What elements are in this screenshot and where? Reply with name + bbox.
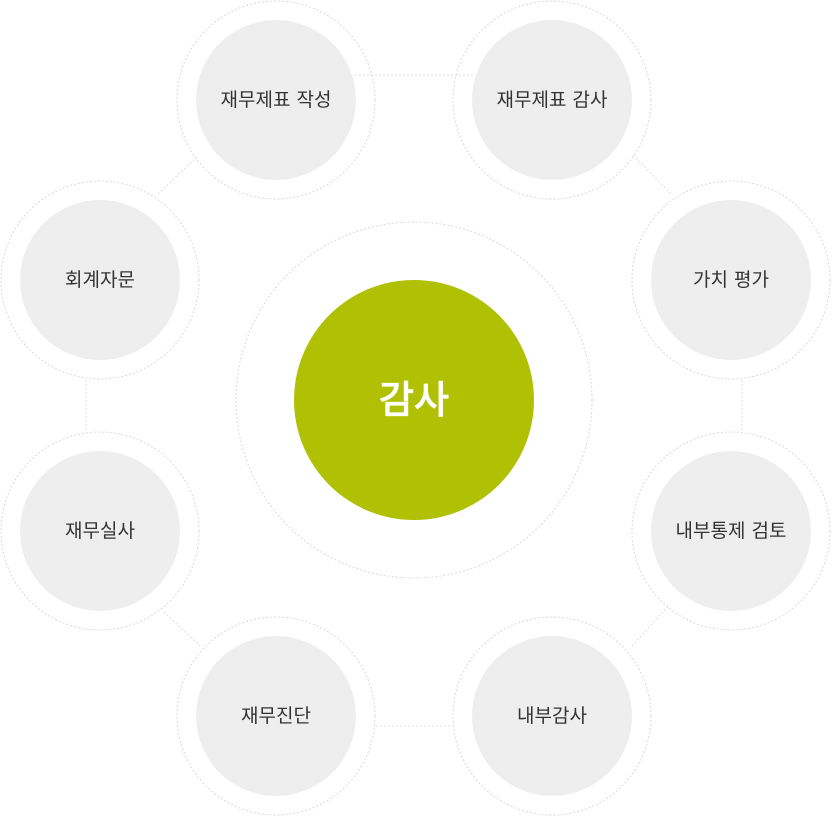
node-circle bbox=[196, 636, 356, 796]
connector-top-right bbox=[632, 154, 673, 196]
node-financial-statement-preparation[interactable]: 재무제표 작성 bbox=[176, 0, 376, 200]
connector-bottom-left bbox=[163, 611, 201, 647]
node-ring bbox=[631, 180, 831, 380]
node-ring bbox=[452, 0, 652, 200]
connector-top-left bbox=[157, 157, 197, 195]
center-group: 감사 bbox=[235, 221, 593, 579]
node-ring bbox=[0, 180, 200, 380]
connectors bbox=[85, 74, 743, 727]
node-valuation[interactable]: 가치 평가 bbox=[631, 180, 831, 380]
node-ring bbox=[176, 0, 376, 200]
node-label: 재무실사 bbox=[65, 520, 135, 542]
node-label: 재무제표 작성 bbox=[221, 89, 332, 111]
node-ring bbox=[176, 616, 376, 816]
node-label: 회계자문 bbox=[65, 269, 135, 291]
node-financial-statement-audit[interactable]: 재무제표 감사 bbox=[452, 0, 652, 200]
node-label: 재무진단 bbox=[241, 705, 311, 727]
node-due-diligence[interactable]: 재무실사 bbox=[0, 431, 200, 631]
node-label: 가치 평가 bbox=[693, 269, 769, 291]
node-ring bbox=[452, 616, 652, 816]
node-circle bbox=[196, 20, 356, 180]
center-label: 감사 bbox=[379, 378, 449, 422]
node-accounting-advisory[interactable]: 회계자문 bbox=[0, 180, 200, 380]
center-ring bbox=[235, 221, 593, 579]
node-label: 내부통제 검토 bbox=[676, 520, 787, 542]
node-label: 내부감사 bbox=[517, 705, 587, 727]
node-internal-control-review[interactable]: 내부통제 검토 bbox=[631, 431, 831, 631]
node-circle bbox=[651, 451, 811, 611]
node-label: 재무제표 감사 bbox=[497, 89, 608, 111]
node-financial-diagnosis[interactable]: 재무진단 bbox=[176, 616, 376, 816]
connector-bottom-right bbox=[631, 605, 669, 647]
center-circle bbox=[294, 280, 534, 520]
node-internal-audit[interactable]: 내부감사 bbox=[452, 616, 652, 816]
node-circle bbox=[20, 200, 180, 360]
node-ring bbox=[0, 431, 200, 631]
node-circle bbox=[651, 200, 811, 360]
node-ring bbox=[631, 431, 831, 631]
node-circle bbox=[20, 451, 180, 611]
node-circle bbox=[472, 20, 632, 180]
node-circle bbox=[472, 636, 632, 796]
